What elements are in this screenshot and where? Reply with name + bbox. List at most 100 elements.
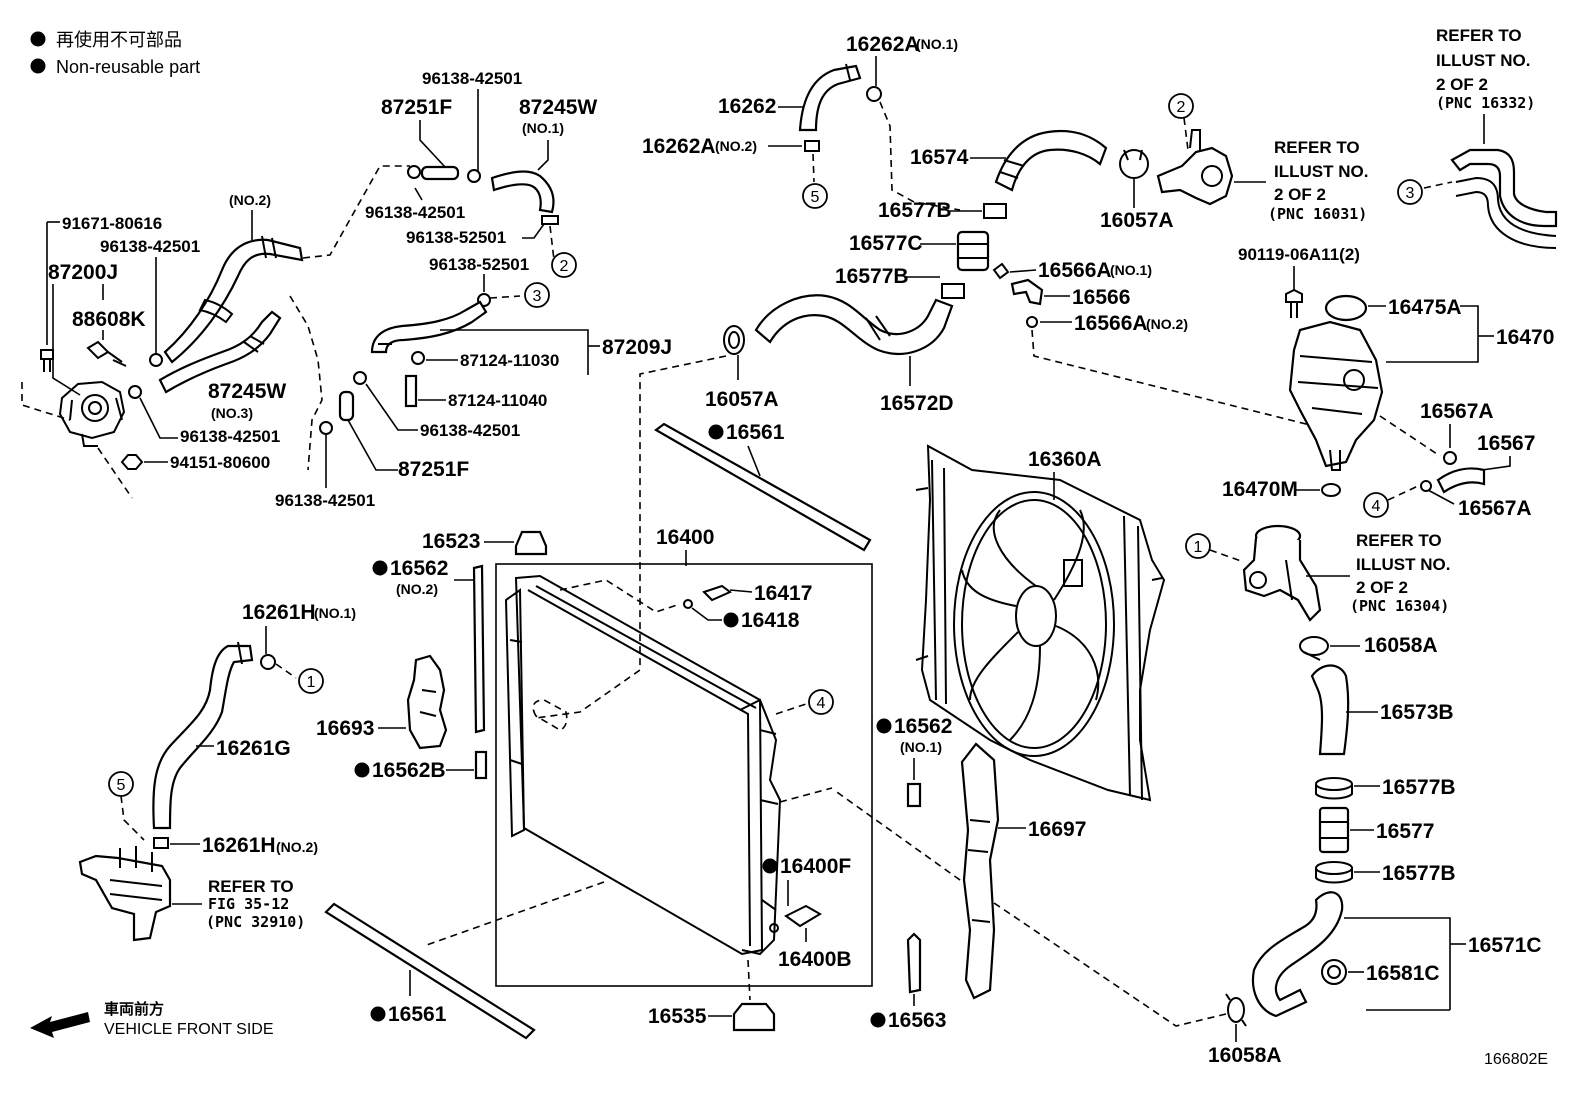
drain-plug-16417-icon — [683, 584, 732, 609]
ref-16332-line1: REFER TO — [1436, 26, 1522, 45]
non-reusable-dot-icon — [870, 1012, 886, 1028]
clamp-icon — [477, 293, 491, 307]
label-16535: 16535 — [648, 1005, 707, 1028]
radiator-box — [495, 563, 873, 987]
clamp-icon — [1026, 316, 1038, 328]
cap-icon — [1321, 483, 1341, 497]
hose-87245W-no1-icon — [490, 170, 555, 214]
reservoir-group: 90119-06A11(2) 16475A 16470 16567A 16567… — [1222, 245, 1554, 520]
label-16475A: 16475A — [1388, 296, 1462, 319]
clamp-16577B-c-icon — [1315, 777, 1353, 800]
label-87124-11030: 87124-11030 — [460, 351, 559, 370]
seal-16561-top-icon — [654, 422, 872, 552]
ref-16332-line2: ILLUST NO. — [1436, 51, 1530, 70]
front-jp: 車両前方 — [104, 1000, 164, 1018]
hose-87209J-icon — [370, 300, 488, 354]
label-16561-bottom: 16561 — [388, 1003, 447, 1026]
fan-shroud-group: 16360A — [915, 444, 1166, 802]
label-96138-42501-b: 96138-42501 — [180, 427, 280, 446]
label-16262A-no2: 16262A — [642, 135, 716, 158]
label-96138-42501-mid: 96138-42501 — [365, 203, 465, 222]
legend: 再使用不可部品 Non-reusable part — [30, 30, 200, 77]
ref-32910-line3: (PNC 32910) — [206, 913, 305, 931]
reservoir-cap-icon — [1324, 294, 1368, 322]
label-96138-42501-top: 96138-42501 — [422, 69, 522, 88]
hose-87245W-no2-icon — [163, 235, 304, 364]
label-16577B-a: 16577B — [878, 199, 952, 222]
label-16567: 16567 — [1477, 432, 1535, 455]
ref-16304-line2: ILLUST NO. — [1356, 555, 1450, 574]
non-reusable-dot-icon — [30, 58, 46, 74]
label-16563: 16563 — [888, 1009, 946, 1032]
callout-1-right — [1185, 533, 1211, 559]
label-16417: 16417 — [754, 582, 812, 605]
callout-5-top — [802, 183, 828, 209]
clamp-icon — [1420, 480, 1432, 492]
label-16693: 16693 — [316, 717, 374, 740]
clamp-icon — [128, 385, 142, 399]
label-94151-80600: 94151-80600 — [170, 453, 270, 472]
clamp-icon — [866, 86, 882, 102]
ref-16304-line4: (PNC 16304) — [1350, 597, 1449, 615]
side-seal-16697-icon — [960, 742, 1000, 1000]
bolt-icon — [1285, 288, 1303, 318]
label-no1-87245W: (NO.1) — [522, 120, 564, 136]
clamp-16057A-mid-icon — [723, 325, 745, 355]
callout-4-right-num: 4 — [1372, 498, 1381, 515]
clamp-icon — [1443, 451, 1457, 465]
callout-5-top-num: 5 — [811, 189, 820, 206]
joint-16577C-icon — [956, 230, 990, 272]
bolt-icon — [40, 349, 54, 372]
label-87200J: 87200J — [48, 261, 118, 284]
label-16577B-d: 16577B — [1382, 862, 1456, 885]
seal-16563-icon — [906, 932, 922, 994]
ref-16304-line3: 2 OF 2 — [1356, 578, 1408, 597]
lower-hose-group: 1 REFER TO ILLUST NO. 2 OF 2 (PNC 16304)… — [833, 524, 1542, 1067]
label-96138-52501-a: 96138-52501 — [406, 228, 506, 247]
seal-16562-no2-icon — [472, 564, 486, 734]
hose-87251F-bottom-icon — [338, 390, 355, 422]
sensor-connector-icon — [86, 340, 127, 367]
diagram-id: 166802E — [1484, 1051, 1548, 1068]
label-no2-16562: (NO.2) — [396, 581, 438, 597]
label-no2-16262A: (NO.2) — [715, 138, 757, 154]
clamp-icon — [260, 654, 276, 670]
callout-3-right — [1397, 179, 1423, 205]
label-16572D: 16572D — [880, 392, 954, 415]
reservoir-tank-icon — [1288, 320, 1384, 471]
water-pump-icon — [58, 380, 126, 447]
water-inlet-16304-icon — [1242, 524, 1322, 622]
ref-16031-line1: REFER TO — [1274, 138, 1360, 157]
front-en: VEHICLE FRONT SIDE — [104, 1021, 274, 1038]
non-reusable-dot-icon — [30, 31, 46, 47]
label-16577C: 16577C — [849, 232, 923, 255]
vehicle-front-indicator: 車両前方 VEHICLE FRONT SIDE — [30, 1000, 274, 1038]
label-87245W-no3: 87245W — [208, 380, 286, 403]
label-16566A-no1: 16566A — [1038, 259, 1112, 282]
label-16470M: 16470M — [1222, 478, 1298, 501]
hose-16572D-icon — [754, 294, 954, 355]
legend-jp: 再使用不可部品 — [56, 30, 182, 50]
ref-16332-line4: (PNC 16332) — [1436, 94, 1535, 112]
clamp-16058A-bot-icon — [1225, 993, 1247, 1027]
label-no2-hose: (NO.2) — [229, 192, 271, 208]
label-96138-42501-c: 96138-42501 — [420, 421, 520, 440]
callout-1-num: 1 — [307, 674, 316, 691]
ref-16031-line3: 2 OF 2 — [1274, 185, 1326, 204]
clamp-icon — [541, 215, 559, 225]
label-16581C: 16581C — [1366, 962, 1440, 985]
label-no2-16261H: (NO.2) — [276, 839, 318, 855]
clamp-icon — [804, 140, 820, 152]
callout-3-num: 3 — [533, 288, 542, 305]
non-reusable-dot-icon — [354, 762, 370, 778]
label-16058A-bottom: 16058A — [1208, 1044, 1282, 1067]
clamp-icon — [411, 351, 425, 365]
callout-1-right-num: 1 — [1194, 539, 1203, 556]
label-16057A-top: 16057A — [1100, 209, 1174, 232]
ref-16304-line1: REFER TO — [1356, 531, 1442, 550]
label-no1-16562: (NO.1) — [900, 739, 942, 755]
bypass-hose-group: 96138-42501 87251F 87245W (NO.1) 96138-4… — [275, 69, 672, 510]
label-no1-16262A: (NO.1) — [916, 36, 958, 52]
label-16261G: 16261G — [216, 737, 291, 760]
